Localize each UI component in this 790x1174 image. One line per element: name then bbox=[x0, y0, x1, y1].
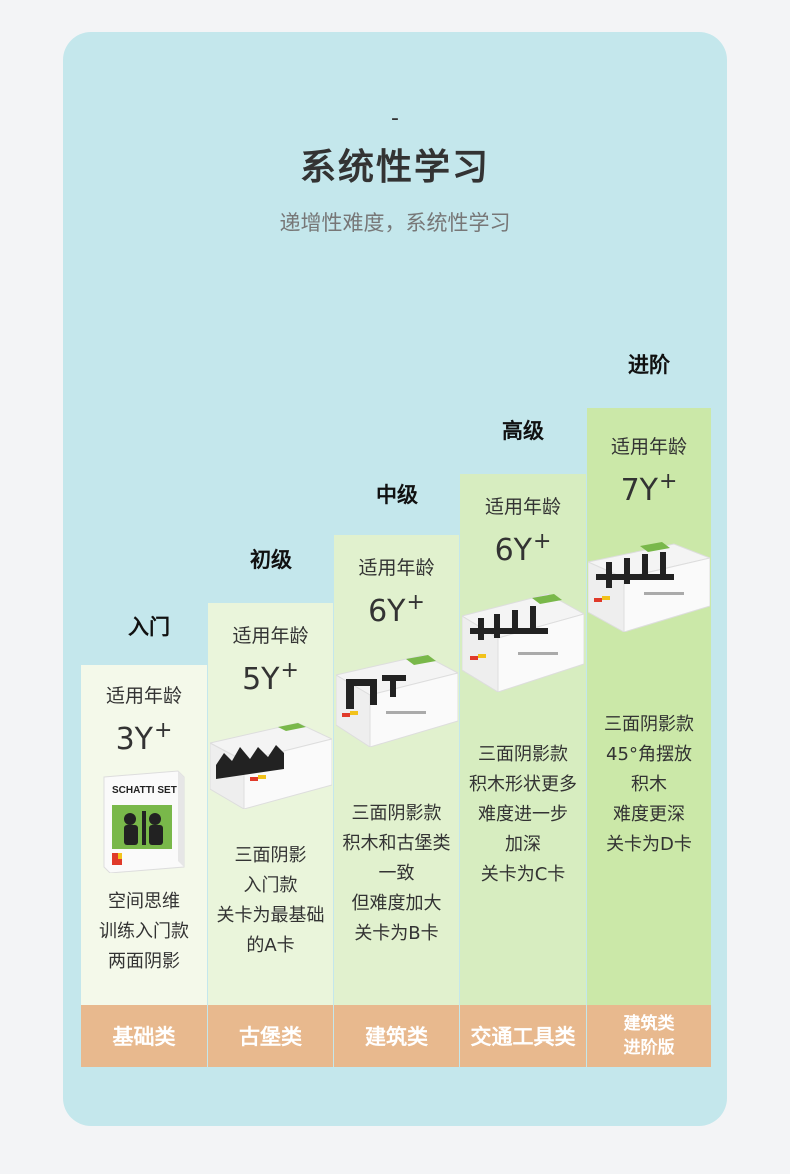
category-label-1: 基础类 bbox=[81, 1005, 207, 1067]
level-title-2: 初级 bbox=[250, 548, 292, 572]
level-description: 三面阴影款 积木和古堡类 一致 但难度加大 关卡为B卡 bbox=[342, 803, 451, 944]
level-description: 空间思维 训练入门款 两面阴影 bbox=[99, 891, 189, 972]
category-label-2: 古堡类 bbox=[208, 1005, 333, 1067]
level-title-1: 入门 bbox=[128, 615, 170, 639]
age-value: 3Y+ bbox=[115, 718, 173, 757]
level-description: 三面阴影 入门款 关卡为最基础 的A卡 bbox=[216, 845, 325, 956]
stair-step-4: 适用年龄 6Y+ 三面阴影款 积木形状更多 难度进一步 加深 关卡为C卡 bbox=[460, 474, 586, 1005]
age-label: 适用年龄 bbox=[232, 625, 309, 647]
stair-step-2: 适用年龄 5Y+ 三面阴影 入门款 关卡为最基础 的A卡 bbox=[208, 603, 333, 1005]
stair-step-5: 适用年龄 7Y+ 三面阴影款 45°角摆放 积木 难度更深 关卡为D卡 bbox=[587, 408, 711, 1005]
page-subtitle: 递增性难度，系统性学习 bbox=[279, 211, 511, 235]
category-label-3: 建筑类 bbox=[334, 1005, 459, 1067]
level-title-4: 高级 bbox=[502, 419, 544, 443]
level-title-5: 进阶 bbox=[628, 353, 670, 377]
product-box-basic-icon: SCHATTI SET bbox=[103, 770, 185, 873]
stair-step-1: 适用年龄 3Y+ SCHATTI SET 空间思维 训练入门款 两面阴影 bbox=[81, 665, 207, 1005]
age-label: 适用年龄 bbox=[484, 496, 561, 518]
age-value: 7Y+ bbox=[620, 469, 678, 508]
age-value: 6Y+ bbox=[494, 529, 552, 568]
age-label: 适用年龄 bbox=[105, 685, 182, 707]
level-title-3: 中级 bbox=[376, 483, 418, 507]
product-box-advanced-icon bbox=[588, 542, 710, 632]
page-title: 系统性学习 bbox=[299, 147, 490, 188]
age-value: 6Y+ bbox=[368, 590, 425, 629]
age-label: 适用年龄 bbox=[610, 436, 687, 458]
level-description: 三面阴影款 45°角摆放 积木 难度更深 关卡为D卡 bbox=[604, 714, 694, 855]
product-box-transport-icon bbox=[462, 593, 584, 692]
age-value: 5Y+ bbox=[242, 658, 299, 697]
age-label: 适用年龄 bbox=[358, 557, 435, 579]
category-label-5: 建筑类 进阶版 bbox=[587, 1005, 711, 1067]
stair-step-3: 适用年龄 6Y+ 三面阴影款 积木和古堡类 一致 但难度加大 关卡为B卡 bbox=[334, 535, 459, 1005]
level-description: 三面阴影款 积木形状更多 难度进一步 加深 关卡为C卡 bbox=[469, 744, 577, 885]
header-dash: - bbox=[391, 106, 399, 131]
product-box-building-icon bbox=[336, 654, 458, 747]
product-box-text: SCHATTI SET bbox=[112, 785, 177, 796]
category-label-4: 交通工具类 bbox=[460, 1005, 586, 1067]
product-box-castle-icon bbox=[210, 722, 332, 809]
